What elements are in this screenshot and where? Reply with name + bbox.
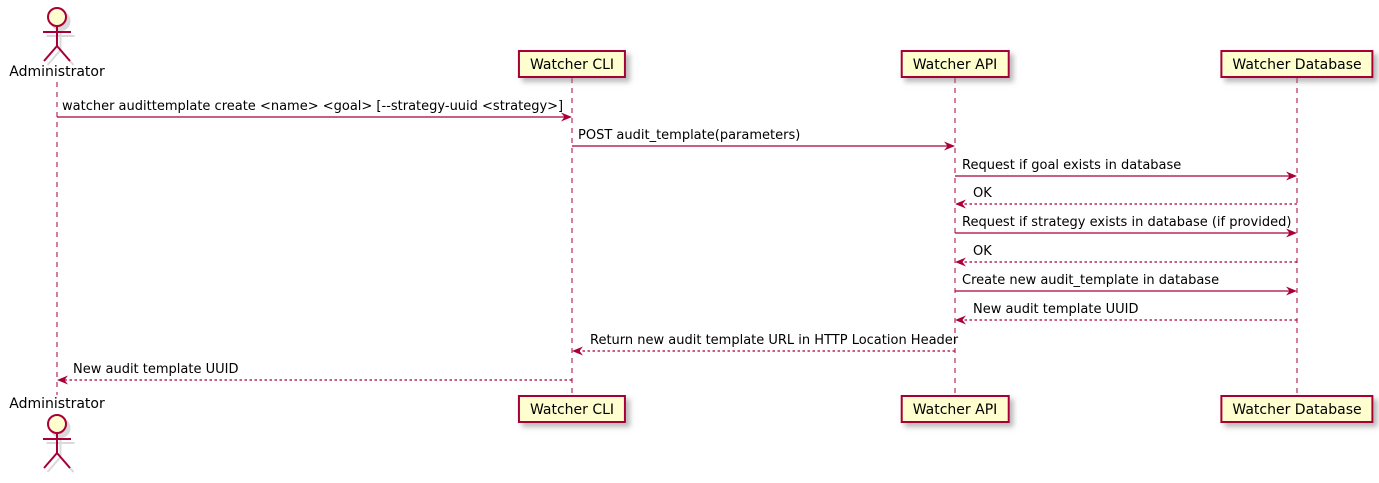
message-arrow: [57, 112, 572, 122]
message-label: watcher audittemplate create <name> <goa…: [62, 99, 564, 114]
actor-figure-administrator-bottom: [43, 414, 75, 473]
message-label: Return new audit template URL in HTTP Lo…: [590, 333, 959, 348]
actor-label-administrator-bottom: Administrator: [9, 396, 105, 412]
participant-box-watcher-database-top: Watcher Database: [1220, 50, 1374, 78]
arrowhead-icon: [955, 315, 966, 325]
message-arrow: [572, 141, 955, 151]
arrowhead-icon: [955, 199, 966, 209]
message-label: New audit template UUID: [73, 362, 239, 377]
message-label: POST audit_template(parameters): [578, 128, 801, 143]
message-label: OK: [973, 186, 992, 201]
message-label: Create new audit_template in database: [962, 273, 1220, 288]
participant-box-watcher-cli-bottom: Watcher CLI: [517, 395, 627, 423]
arrowhead-icon: [944, 141, 955, 151]
message-label: Request if strategy exists in database (…: [962, 215, 1292, 230]
participant-box-watcher-api-bottom: Watcher API: [900, 395, 1010, 423]
arrowhead-icon: [1286, 286, 1297, 296]
message-arrow: [955, 286, 1297, 296]
message-arrow: [955, 171, 1297, 181]
message-arrow: [572, 346, 955, 356]
arrowhead-icon: [1286, 228, 1297, 238]
arrowhead-icon: [1286, 171, 1297, 181]
arrowhead-icon: [561, 112, 572, 122]
participant-box-watcher-api-top: Watcher API: [900, 50, 1010, 78]
actor-label-administrator-top: Administrator: [9, 64, 105, 80]
message-arrow: [955, 257, 1297, 267]
participant-box-watcher-cli-top: Watcher CLI: [517, 50, 627, 78]
participant-box-watcher-database-bottom: Watcher Database: [1220, 395, 1374, 423]
message-arrow: [955, 199, 1297, 209]
message-label: New audit template UUID: [973, 302, 1139, 317]
actor-figure-administrator-top: [43, 7, 75, 66]
message-arrow: [955, 228, 1297, 238]
message-label: OK: [973, 244, 992, 259]
message-arrow: [955, 315, 1297, 325]
arrowhead-icon: [955, 257, 966, 267]
arrowhead-icon: [57, 375, 68, 385]
arrowhead-icon: [572, 346, 583, 356]
message-arrow: [57, 375, 572, 385]
message-label: Request if goal exists in database: [962, 158, 1182, 173]
